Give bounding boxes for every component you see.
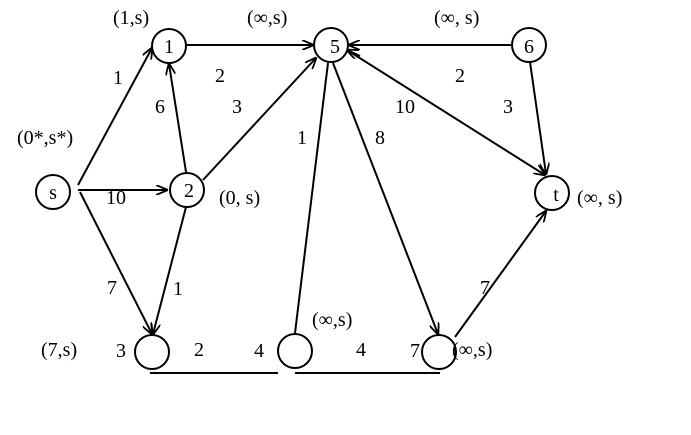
- weight-5-7: 8: [375, 127, 385, 149]
- weight-s-2: 10: [106, 187, 126, 209]
- edge-2-1: [169, 64, 187, 173]
- node-s[interactable]: [35, 174, 71, 210]
- node-1-label: (1,s): [113, 7, 149, 29]
- node-3-label: (7,s): [41, 339, 77, 361]
- node-6[interactable]: [511, 27, 547, 63]
- node-s-name: s: [49, 182, 57, 204]
- weight-5-6: 2: [455, 65, 465, 87]
- node-4[interactable]: [277, 333, 313, 369]
- node-7[interactable]: [421, 334, 457, 370]
- node-s-label: (0*,s*): [17, 127, 73, 149]
- node-4-number: 4: [254, 340, 264, 362]
- weight-2-3: 1: [173, 278, 183, 300]
- node-5-label: (∞,s): [247, 7, 287, 29]
- edges-layer: [77, 45, 546, 374]
- node-1[interactable]: [151, 28, 187, 64]
- weight-7-t: 7: [480, 277, 490, 299]
- weight-5-t: 10: [395, 96, 415, 118]
- weight-1-5: 2: [215, 65, 225, 87]
- edge-5-7: [332, 62, 438, 334]
- node-6-label: (∞, s): [434, 7, 479, 29]
- nodes-layer: [35, 27, 570, 370]
- node-2-name: 2: [184, 180, 194, 202]
- weight-2-5: 3: [232, 96, 242, 118]
- edge-4-5: [294, 62, 329, 334]
- edge-2-5: [202, 58, 316, 181]
- node-labels-layer: (0*,s*) (1,s) (0, s) (7,s) (∞,s) (∞,s) (…: [17, 7, 622, 361]
- edge-5-t: [346, 49, 545, 175]
- node-t[interactable]: [534, 175, 570, 211]
- node-4-label: (∞,s): [312, 309, 352, 331]
- node-t-name: t: [553, 184, 559, 206]
- edge-s-1: [77, 48, 152, 186]
- node-5[interactable]: [313, 27, 349, 63]
- node-names-layer: s 1 2 5 6 t 3 4 7: [49, 36, 559, 362]
- weight-3-4: 2: [194, 339, 204, 361]
- weight-s-3: 7: [107, 277, 117, 299]
- edge-s-3: [79, 191, 152, 334]
- weight-s-1: 1: [113, 67, 123, 89]
- edge-7-t: [454, 211, 546, 338]
- edge-6-t: [529, 61, 546, 174]
- node-7-label: (∞,s): [452, 339, 492, 361]
- node-1-name: 1: [164, 36, 174, 58]
- edge-weights-layer: 1 10 7 6 2 3 1 2 10 3 1 8 2 4 7: [106, 65, 513, 361]
- node-5-name: 5: [330, 36, 340, 58]
- node-2-label: (0, s): [219, 187, 260, 209]
- node-6-name: 6: [524, 36, 534, 58]
- weight-4-7: 4: [356, 339, 366, 361]
- weight-2-1: 6: [155, 96, 165, 118]
- weight-4-5: 1: [297, 127, 307, 149]
- node-3[interactable]: [134, 334, 170, 370]
- node-3-number: 3: [116, 340, 126, 362]
- node-2[interactable]: [169, 172, 205, 208]
- weight-6-t: 3: [503, 96, 513, 118]
- edge-2-3: [153, 206, 187, 334]
- node-t-label: (∞, s): [577, 187, 622, 209]
- node-7-number: 7: [410, 340, 420, 362]
